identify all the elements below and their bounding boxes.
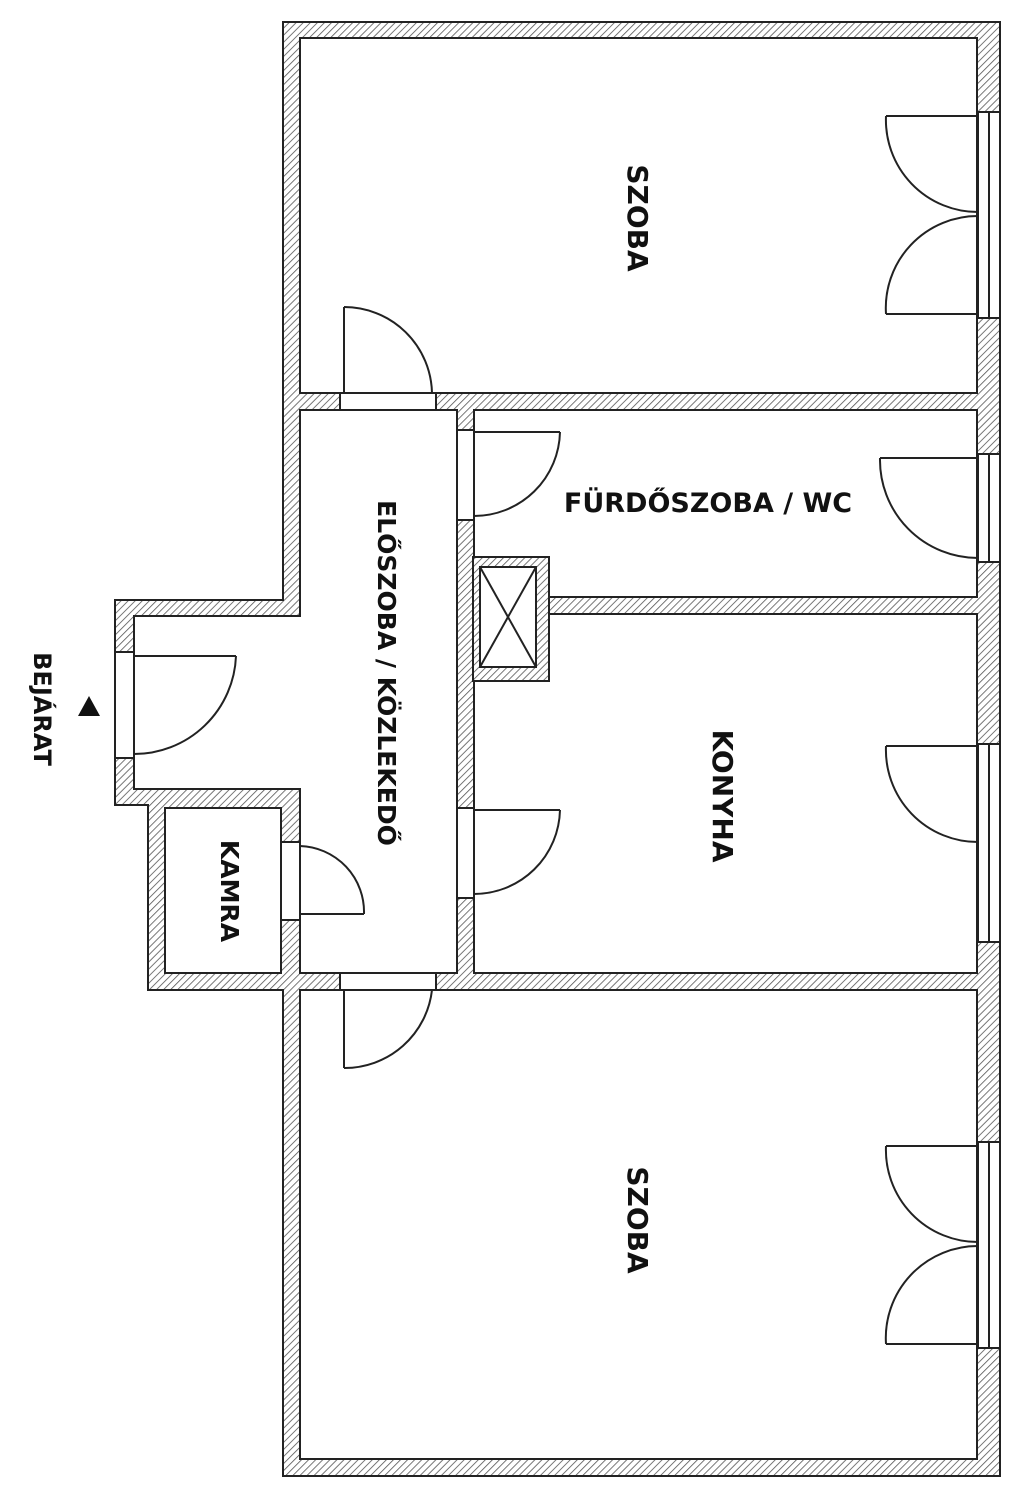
door-gap-pantry: [280, 841, 301, 921]
entrance-label: BEJÁRAT: [28, 652, 57, 766]
room-label-pantry: KAMRA: [215, 840, 244, 943]
window-swings: [878, 115, 979, 1345]
ventilation-shaft: [472, 556, 550, 682]
kitchen-interior: [473, 613, 978, 974]
room-label-hallway: ELŐSZOBA / KÖZLEKEDŐ: [372, 500, 402, 846]
room-bottom-interior: [299, 989, 978, 1460]
room-top-interior: [299, 37, 978, 394]
door-gap-bathroom: [456, 429, 475, 521]
pantry-interior: [164, 807, 282, 974]
door-swings: [133, 306, 561, 1070]
door-gap-kitchen: [456, 807, 475, 899]
room-label-bottom: SZOBA: [621, 1166, 654, 1274]
door-gap-entrance: [114, 651, 135, 759]
room-label-bathroom: FÜRDŐSZOBA / WC: [564, 486, 852, 519]
room-interiors: [133, 37, 978, 1460]
door-gap-room-top: [339, 392, 437, 411]
room-label-top: SZOBA: [621, 164, 654, 272]
hallway-interior: [133, 409, 458, 974]
entrance-arrow-icon: [78, 696, 100, 716]
door-openings: [114, 392, 475, 991]
room-label-kitchen: KONYHA: [706, 729, 739, 862]
door-gap-room-bottom: [339, 972, 437, 991]
